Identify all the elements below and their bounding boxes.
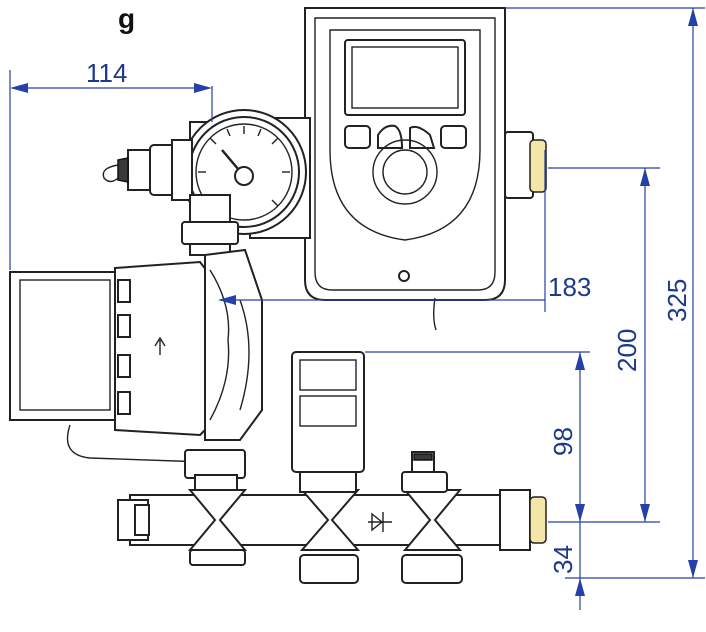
dim-98-label: 98 [548,427,578,456]
right-upper-fitting [504,131,547,199]
circulation-pump [9,248,263,463]
right-brass-fitting-bottom [529,496,547,544]
flow-direction-arrow [154,336,166,355]
check-valve-symbol [368,512,392,532]
controller-buttons [344,124,467,149]
air-vent [401,451,448,493]
solar-controller [304,7,506,331]
manifold [117,489,547,584]
ball-valve-left [187,489,248,566]
dim-325-label: 325 [662,279,692,322]
dim-200-label: 200 [612,329,642,372]
dim-183-label: 183 [548,272,591,302]
ball-valve-middle [299,489,361,584]
controller-display [344,39,466,116]
title-fragment: g [118,3,135,34]
temperature-sensor [102,139,193,201]
dimension-lines [9,7,705,610]
right-brass-fitting-top [529,139,547,193]
controller-screw [398,270,410,282]
valve-actuator [291,351,365,493]
dim-34-label: 34 [548,545,578,574]
ball-valve-right [401,489,463,584]
dim-114-label: 114 [86,58,127,88]
